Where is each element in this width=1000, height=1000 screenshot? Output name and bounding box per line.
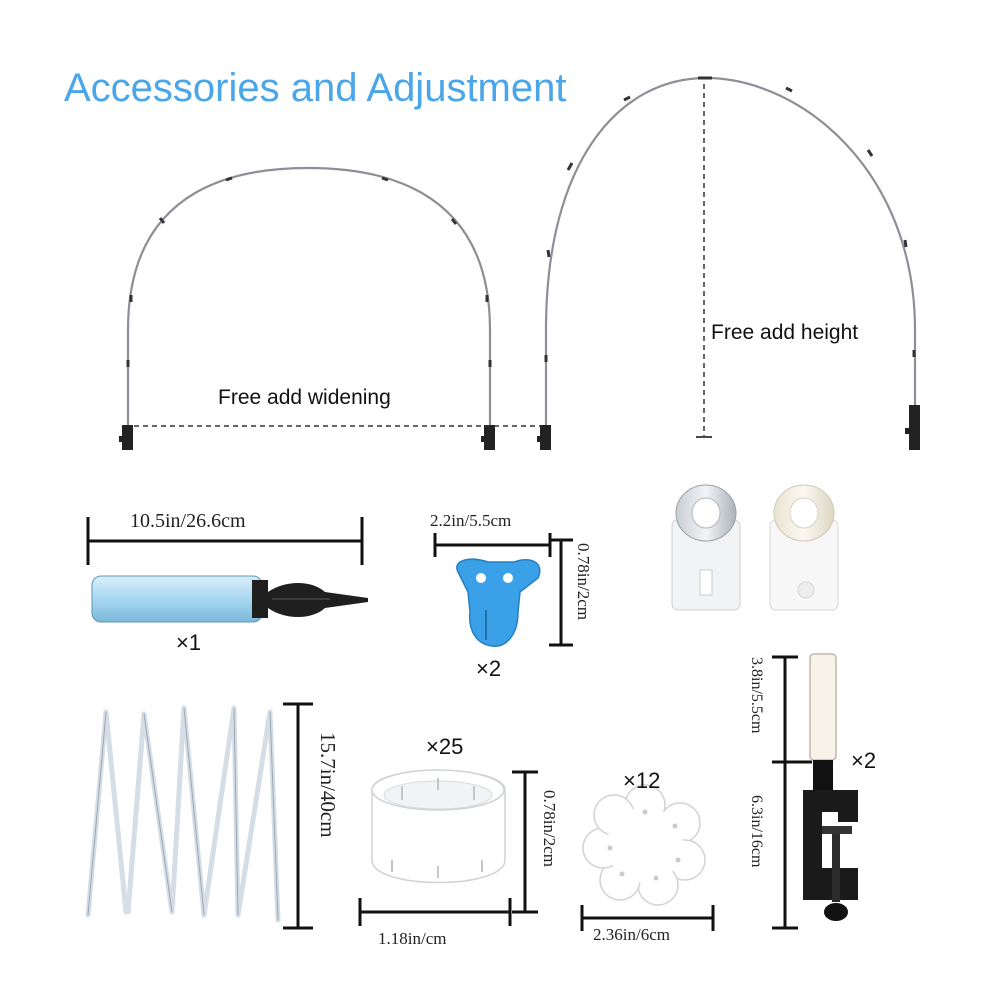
rods-length-label: 15.7in/40cm	[316, 732, 340, 838]
tying-tool-height-label: 0.78in/2cm	[574, 543, 593, 620]
ring-dimension-bars	[358, 770, 538, 926]
silver-tape-image	[671, 484, 741, 611]
tying-tool-width-label: 2.2in/5.5cm	[430, 511, 512, 530]
table-clamp-image	[803, 653, 858, 921]
height-label: Free add height	[711, 321, 859, 344]
widen-label: Free add widening	[218, 386, 391, 409]
page-title: Accessories and Adjustment	[64, 66, 567, 110]
pump-quantity: ×1	[176, 630, 202, 655]
clamp-dimension-bars	[772, 655, 812, 930]
pump-image	[91, 575, 368, 623]
ring-height-label: 0.78in/2cm	[540, 790, 559, 867]
clear-tape-image	[769, 484, 839, 611]
tying-tool-dimension-bars	[433, 533, 573, 647]
arch-right	[537, 76, 920, 450]
flower-clip-quantity: ×12	[623, 768, 661, 793]
tying-tool-image	[456, 558, 541, 647]
arch-left	[119, 166, 495, 450]
flower-clip-image	[582, 784, 706, 906]
clamp-upper-label: 3.8in/5.5cm	[748, 657, 765, 734]
tying-tool-quantity: ×2	[476, 656, 502, 681]
rods-dimension-bar	[283, 702, 313, 930]
pump-dimension-label: 10.5in/26.6cm	[130, 510, 246, 532]
pump-dimension-bar	[86, 517, 364, 565]
ring-quantity: ×25	[426, 734, 464, 759]
clamp-quantity: ×2	[851, 748, 877, 773]
clamp-lower-label: 6.3in/16cm	[748, 795, 765, 868]
flower-clip-dimension-bar	[580, 905, 715, 931]
balloon-ring-image	[371, 769, 506, 884]
connecting-rods-image	[85, 705, 281, 923]
ring-width-label: 1.18in/cm	[378, 929, 447, 948]
flower-clip-width-label: 2.36in/6cm	[593, 925, 670, 944]
